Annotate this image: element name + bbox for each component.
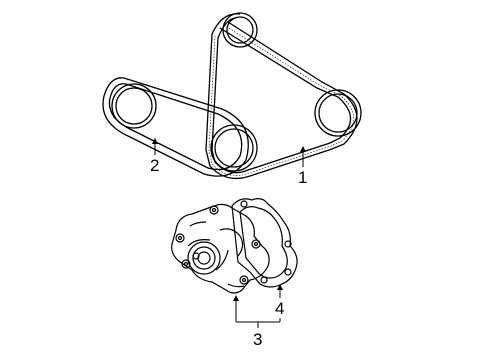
leader-lines xyxy=(152,138,306,328)
callout-3: 3 xyxy=(253,330,262,349)
callout-4: 4 xyxy=(275,299,284,318)
pulley-right xyxy=(314,89,362,137)
callout-2: 2 xyxy=(150,156,159,175)
pulley-top xyxy=(222,12,258,48)
pulley-left xyxy=(111,83,157,129)
pulley-center xyxy=(210,124,258,172)
serpentine-belt xyxy=(205,13,358,180)
callout-1: 1 xyxy=(298,168,307,187)
v-belt xyxy=(102,77,249,177)
water-pump-body xyxy=(171,203,270,294)
water-pump-gasket xyxy=(231,198,298,288)
